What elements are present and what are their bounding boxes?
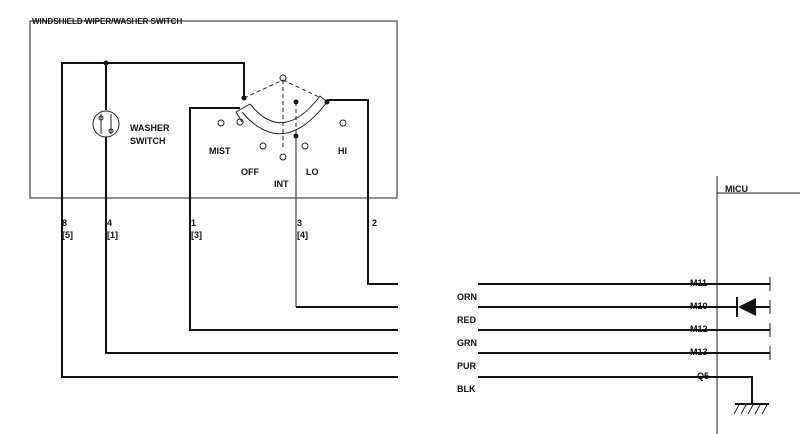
pin-8: 8 [62,218,67,228]
pin-4-alt: [1] [107,230,118,240]
wire-blk-pin8 [61,62,753,404]
switch-box [29,20,398,199]
position-mist: MIST [209,146,231,156]
wire-color-grn: GRN [457,338,477,348]
wire-pur-pin4-lower [105,137,770,354]
wiper-switch-mechanism [217,74,347,161]
wire-color-red: RED [457,315,477,325]
diode-icon [736,297,756,317]
pin-4: 4 [107,218,112,228]
position-off: OFF [241,167,259,177]
wire-grn-pin1 [189,107,770,331]
position-int: INT [274,179,289,189]
terminal-m11: M11 [690,278,707,288]
pin-3: 3 [297,218,302,228]
pin-1-alt: [3] [191,230,202,240]
wire-color-pur: PUR [457,361,477,371]
pin-3-alt: [4] [297,230,308,240]
position-hi: HI [338,146,347,156]
pin-1: 1 [191,218,196,228]
wire-color-orn: ORN [457,292,477,302]
terminal-q5: Q5 [697,371,709,381]
position-lo: LO [306,167,319,177]
label-gap [398,270,478,395]
pin-2: 2 [372,218,377,228]
washer-switch [92,110,120,138]
pin-8-alt: [5] [62,230,73,240]
wire-color-blk: BLK [457,384,476,394]
terminal-m10: M10 [690,301,708,311]
micu-label: MICU [725,184,748,194]
washer-switch-label-2: SWITCH [130,136,166,146]
washer-switch-label-1: WASHER [130,123,170,133]
terminal-m12: M12 [690,324,708,334]
ground-icon [733,403,769,415]
wire-orn-pin2 [327,99,770,285]
terminal-m13: M13 [690,347,708,357]
switch-box-title: WINDSHIELD WIPER/WASHER SWITCH [32,17,182,26]
